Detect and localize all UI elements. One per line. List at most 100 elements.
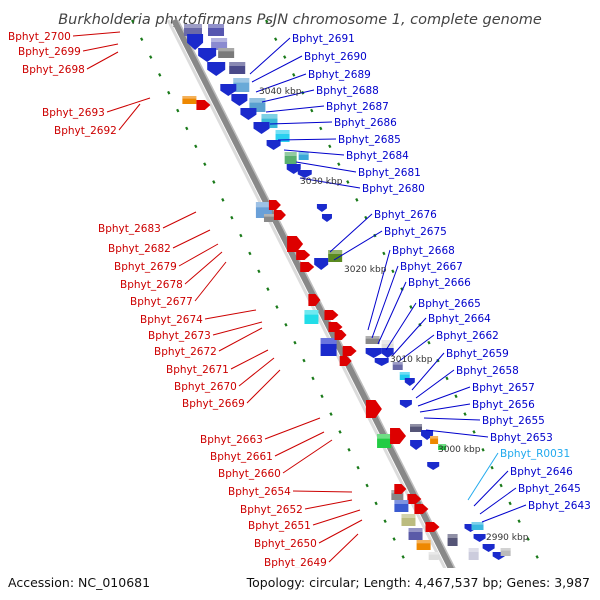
gene-block-shine-76 xyxy=(468,548,479,552)
gene-forward-22 xyxy=(196,100,211,110)
gene-label-left: Bphyt_2669 xyxy=(182,398,245,410)
leader-line-right xyxy=(249,37,291,75)
gene-label-left: Bphyt_2692 xyxy=(54,125,117,137)
footer-background xyxy=(0,568,600,600)
leader-line-left xyxy=(246,369,281,404)
gene-block-60 xyxy=(391,490,404,500)
gene-label-right: Bphyt_2662 xyxy=(436,330,499,342)
gene-reverse-59 xyxy=(427,462,440,470)
gene-label-left: Bphyt_2661 xyxy=(210,451,273,463)
gene-block-shine-74 xyxy=(471,522,484,525)
gene-label-left: Bphyt_2698 xyxy=(22,64,85,76)
gene-label-right: Bphyt_2667 xyxy=(400,261,463,273)
gene-block-shine-54 xyxy=(410,424,423,427)
gene-reverse-72 xyxy=(482,544,495,552)
gene-label-left: Bphyt_2674 xyxy=(140,314,203,326)
gene-reverse-46 xyxy=(374,358,389,366)
gene-block-54 xyxy=(410,424,423,432)
gene-forward-26 xyxy=(273,210,286,220)
leader-line-left xyxy=(238,357,275,387)
gene-forward-39 xyxy=(342,346,357,356)
gene-reverse-49 xyxy=(404,378,415,386)
guide-dots-0 xyxy=(131,19,426,600)
leader-line-left xyxy=(178,243,219,267)
gene-block-58 xyxy=(438,444,447,450)
leader-line-right xyxy=(295,161,357,173)
gene-label-right: Bphyt_2653 xyxy=(490,432,553,444)
gene-reverse-6 xyxy=(207,62,226,76)
kbp-tick-label: 3030 kbp xyxy=(300,177,343,187)
gene-label-right: Bphyt_2655 xyxy=(482,415,545,427)
gene-block-1 xyxy=(208,24,225,36)
leader-line-left xyxy=(162,211,197,229)
map-title: Burkholderia phytofirmans PsJN chromosom… xyxy=(58,12,542,28)
gene-label-left: Bphyt_2649 xyxy=(264,557,327,569)
gene-label-left: Bphyt_2670 xyxy=(174,381,237,393)
gene-block-shine-38 xyxy=(320,338,337,344)
gene-forward-68 xyxy=(394,484,407,494)
gene-block-48 xyxy=(399,372,410,380)
gene-label-right: Bphyt_2688 xyxy=(316,85,379,97)
gene-reverse-9 xyxy=(220,84,237,96)
gene-label-left: Bphyt_2683 xyxy=(98,223,161,235)
gene-label-right: Bphyt_2665 xyxy=(418,298,481,310)
leader-line-left xyxy=(106,97,151,113)
gene-label-left: Bphyt_2693 xyxy=(42,107,105,119)
leader-line-right xyxy=(391,317,427,357)
gene-labels: Bphyt_2700Bphyt_2699Bphyt_2698Bphyt_2693… xyxy=(8,31,591,569)
gene-block-shine-17 xyxy=(284,152,297,156)
leader-line-left xyxy=(318,519,363,544)
gene-block-shine-18 xyxy=(298,152,309,155)
leader-line-right xyxy=(467,452,499,501)
gene-block-75 xyxy=(447,534,458,546)
gene-block-42 xyxy=(365,336,380,344)
leader-line-right xyxy=(417,386,471,407)
gene-label-right: Bphyt_2657 xyxy=(472,382,535,394)
gene-reverse-51 xyxy=(399,400,412,408)
gene-block-67 xyxy=(416,540,431,550)
gene-block-shine-48 xyxy=(399,372,410,375)
gene-block-74 xyxy=(471,522,484,530)
leader-line-right xyxy=(299,177,361,189)
gene-label-right: Bphyt_2689 xyxy=(308,69,371,81)
gene-reverse-12 xyxy=(240,108,257,120)
gene-block-shine-5 xyxy=(218,48,235,52)
leader-line-right xyxy=(415,369,455,399)
gene-reverse-20 xyxy=(297,170,312,178)
gene-label-right: Bphyt_2675 xyxy=(384,226,447,238)
leader-line-right xyxy=(425,429,489,438)
leader-line-left xyxy=(204,309,257,320)
gene-block-shine-7 xyxy=(229,62,246,66)
gene-block-7 xyxy=(229,62,246,74)
gene-label-right: Bphyt_2684 xyxy=(346,150,409,162)
gene-forward-34 xyxy=(308,294,321,306)
gene-label-left: Bphyt_2682 xyxy=(108,243,171,255)
gene-reverse-4 xyxy=(198,48,217,62)
gene-block-21 xyxy=(182,96,197,104)
gene-label-right: Bphyt_2685 xyxy=(338,134,401,146)
gene-label-right: Bphyt_2645 xyxy=(518,483,581,495)
leader-line-left xyxy=(72,31,121,37)
gene-reverse-45 xyxy=(381,348,394,358)
backbone xyxy=(171,18,470,600)
kbp-tick-label: 3020 kbp xyxy=(344,265,387,275)
gene-label-right: Bphyt_2646 xyxy=(510,466,573,478)
gene-block-5 xyxy=(218,48,235,58)
gene-forward-61 xyxy=(407,494,422,504)
leader-line-right xyxy=(411,352,445,391)
gene-label-left: Bphyt_2651 xyxy=(248,520,311,532)
gene-reverse-55 xyxy=(421,430,434,440)
gene-block-69 xyxy=(428,552,439,560)
gene-block-shine-47 xyxy=(392,362,403,365)
gene-label-left: Bphyt_2700 xyxy=(8,31,71,43)
gene-block-8 xyxy=(233,78,250,92)
gene-reverse-2 xyxy=(187,34,204,50)
gene-reverse-10 xyxy=(231,94,248,106)
gene-forward-40 xyxy=(339,356,352,366)
gene-reverse-27 xyxy=(316,204,327,212)
gene-label-right: Bphyt_2658 xyxy=(456,365,519,377)
kbp-tick-label: 2990 kbp xyxy=(486,533,529,543)
leader-line-left xyxy=(218,327,263,352)
gene-block-shine-63 xyxy=(394,500,409,504)
